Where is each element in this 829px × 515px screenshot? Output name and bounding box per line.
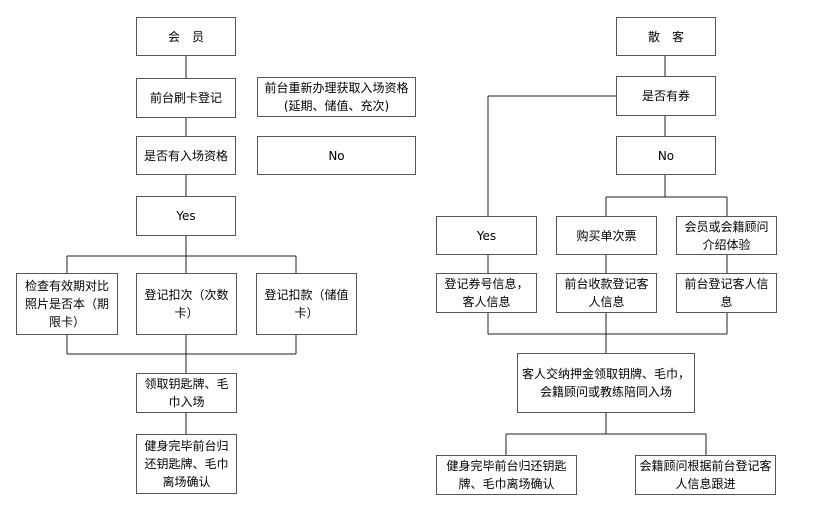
pay-register-node: 前台收款登记客人信息 (556, 273, 657, 313)
register-ticket-node: 登记券号信息，客人信息 (436, 273, 537, 313)
referral-node: 会员或会籍顾问介绍体验 (676, 216, 777, 255)
walk-in-node: 散 客 (616, 17, 716, 56)
right-no-node: No (616, 136, 716, 175)
collect-key-node: 领取钥匙牌、毛巾入场 (136, 373, 237, 413)
follow-up-node: 会籍顾问根据前台登记客人信息跟进 (635, 455, 776, 495)
deduct-amount-node: 登记扣款（储值卡） (256, 273, 357, 335)
left-yes-node: Yes (136, 196, 236, 236)
has-entry-node: 是否有入场资格 (136, 136, 236, 175)
member-node: 会 员 (136, 17, 236, 56)
swipe-register-node: 前台刷卡登记 (136, 78, 236, 118)
check-expiry-node: 检查有效期对比照片是否本（期限卡） (16, 273, 118, 335)
left-no-node: No (257, 136, 416, 175)
reapply-node: 前台重新办理获取入场资格(延期、储值、充次) (257, 77, 416, 117)
deposit-key-node: 客人交纳押金领取钥牌、毛巾，会籍顾问或教练陪同入场 (517, 353, 695, 413)
front-register-node: 前台登记客人信息 (676, 273, 777, 313)
left-return-key-node: 健身完毕前台归还钥匙牌、毛巾离场确认 (136, 434, 237, 494)
right-yes-node: Yes (436, 216, 537, 255)
deduct-times-node: 登记扣次（次数卡） (136, 273, 237, 335)
has-ticket-node: 是否有券 (616, 76, 716, 116)
right-return-key-node: 健身完毕前台归还钥匙牌、毛巾离场确认 (436, 455, 577, 495)
buy-single-node: 购买单次票 (556, 216, 657, 255)
